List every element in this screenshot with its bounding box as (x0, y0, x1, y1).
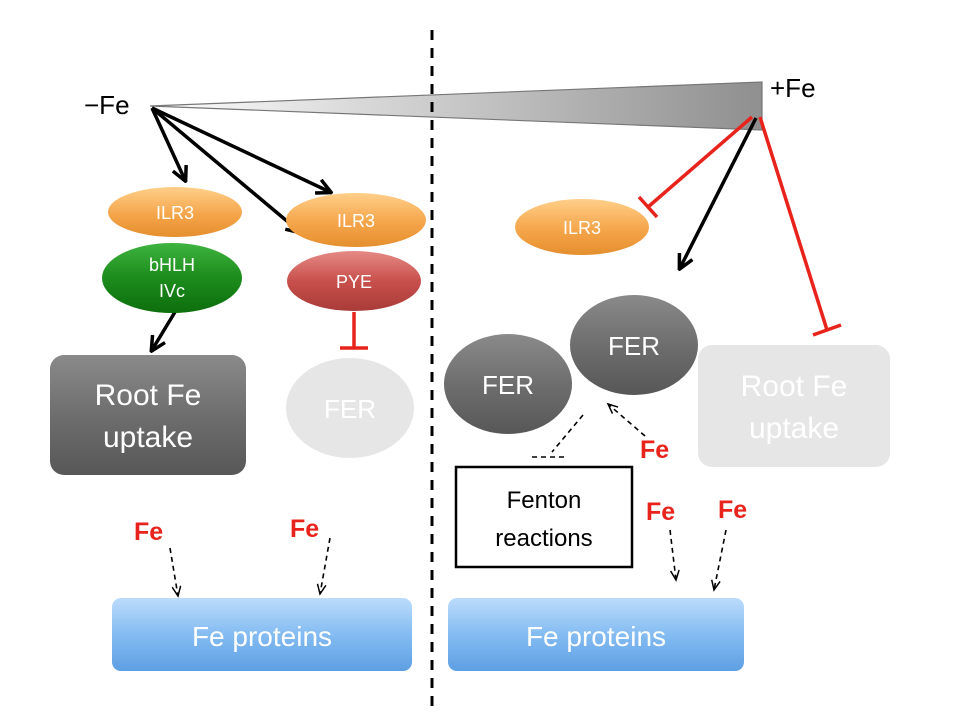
arrow-to-ilr3-a (150, 107, 185, 180)
fer-node-right-2 (444, 334, 572, 434)
plus-fe-repression-arrows (637, 115, 842, 337)
minus-fe-activation-arrows (150, 106, 330, 350)
minus-fe-label: −Fe (84, 90, 130, 120)
fe-proteins-left-label: Fe proteins (192, 621, 332, 652)
repress-root-uptake (758, 116, 829, 331)
ilr3-node-left-a (108, 187, 242, 237)
fe-label-left-2: Fe (290, 515, 319, 543)
ilr3-node-right (515, 199, 649, 255)
fenton-reactions-box (454, 465, 634, 569)
fe-to-fer-arrow (606, 402, 646, 437)
repress-ilr3 (646, 115, 754, 209)
fe-proteins-right-label: Fe proteins (526, 621, 666, 652)
root-uptake-left-line2: uptake (103, 421, 193, 454)
fer-node-faded (286, 358, 414, 458)
bhlh-ivc-node (102, 243, 242, 313)
activate-fer (680, 117, 758, 268)
fe-proteins-box-right (448, 598, 744, 671)
fer-label-right-1: FER (608, 331, 660, 361)
bhlh-label-line2: IVc (159, 281, 185, 301)
root-uptake-right-line1: Root Fe (741, 370, 848, 403)
fe-label-left-1: Fe (134, 518, 163, 546)
fe-label-fer: Fe (640, 436, 669, 464)
bhlh-label-line1: bHLH (149, 255, 195, 275)
ilr3-node-left-b (286, 193, 426, 247)
root-fe-uptake-left (50, 355, 246, 475)
ilr3-label-left-b: ILR3 (337, 211, 375, 231)
root-fe-uptake-right (698, 345, 890, 467)
root-uptake-right-line2: uptake (749, 412, 839, 445)
arrow-to-root-uptake-left (152, 311, 177, 350)
pye-node (287, 251, 421, 311)
fe-delivery-arrows-left (169, 537, 331, 598)
fe-label-right-2: Fe (718, 496, 747, 524)
fer-node-right-1 (570, 295, 698, 395)
fenton-line2: reactions (495, 525, 592, 552)
fe-delivery-arrows-right (669, 529, 727, 592)
fenton-line1: Fenton (507, 487, 582, 514)
arrow-to-ilr3-b (151, 106, 330, 192)
pye-repression-arrow (340, 312, 368, 350)
pye-label: PYE (336, 272, 372, 292)
ilr3-label-left-a: ILR3 (156, 203, 194, 223)
ilr3-label-right: ILR3 (563, 218, 601, 238)
fer-inhibits-fenton (532, 414, 584, 458)
iron-gradient-wedge (149, 81, 763, 131)
arrow-to-pye (150, 106, 300, 232)
fer-label-right-2: FER (482, 370, 534, 400)
fer-faded-label: FER (324, 394, 376, 424)
root-uptake-left-line1: Root Fe (95, 379, 202, 412)
fe-label-right-1: Fe (646, 498, 675, 526)
plus-fe-label: +Fe (770, 73, 816, 103)
fe-proteins-box-left (112, 598, 412, 671)
